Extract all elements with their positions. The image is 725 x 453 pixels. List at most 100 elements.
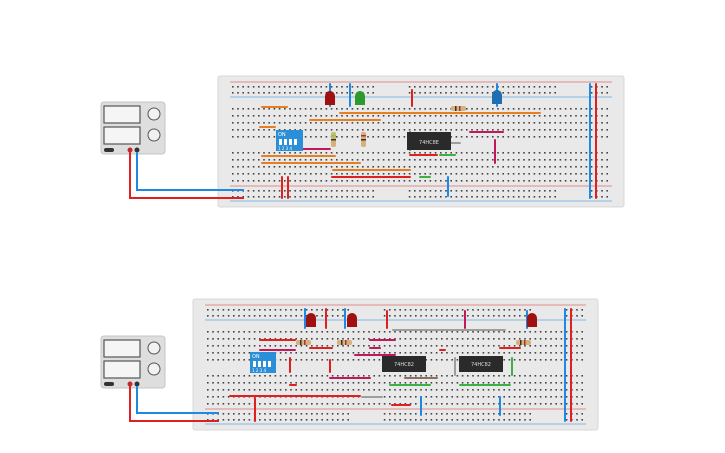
breadboard-hole[interactable] [243,389,245,391]
breadboard-hole[interactable] [382,173,385,175]
breadboard-hole[interactable] [352,389,355,391]
breadboard-hole[interactable] [441,359,443,361]
breadboard-hole[interactable] [534,359,537,361]
breadboard-hole[interactable] [403,108,406,110]
breadboard-hole[interactable] [559,115,562,117]
breadboard-hole[interactable] [435,403,438,405]
breadboard-hole[interactable] [315,190,317,192]
breadboard-hole[interactable] [580,129,582,131]
breadboard-hole[interactable] [258,122,260,124]
breadboard-hole[interactable] [290,352,292,354]
breadboard-hole[interactable] [399,413,401,415]
breadboard-hole[interactable] [290,382,292,384]
breadboard-hole[interactable] [377,180,380,182]
breadboard-hole[interactable] [269,315,271,317]
breadboard-hole[interactable] [429,129,432,131]
breadboard-hole[interactable] [346,190,348,192]
breadboard-hole[interactable] [576,352,578,354]
breadboard-hole[interactable] [393,115,395,117]
breadboard-hole[interactable] [269,375,271,377]
breadboard-hole[interactable] [316,375,318,377]
breadboard-hole[interactable] [336,86,338,88]
breadboard-hole[interactable] [424,108,426,110]
breadboard-hole[interactable] [341,173,343,175]
breadboard-hole[interactable] [217,389,219,391]
breadboard-hole[interactable] [415,413,417,415]
breadboard-hole[interactable] [445,129,447,131]
breadboard-hole[interactable] [424,86,426,88]
breadboard-hole[interactable] [580,173,582,175]
breadboard-hole[interactable] [237,92,239,94]
breadboard-hole[interactable] [252,159,255,161]
breadboard-hole[interactable] [337,309,339,311]
breadboard-hole[interactable] [533,115,536,117]
breadboard-hole[interactable] [247,180,250,182]
breadboard-hole[interactable] [493,419,495,421]
breadboard-hole[interactable] [259,382,261,384]
breadboard-hole[interactable] [242,196,244,198]
breadboard-hole[interactable] [404,345,407,347]
breadboard-hole[interactable] [460,152,463,154]
breadboard-hole[interactable] [377,173,380,175]
breadboard-hole[interactable] [513,375,516,377]
breadboard-hole[interactable] [502,159,504,161]
breadboard-hole[interactable] [336,129,338,131]
breadboard-hole[interactable] [253,338,256,340]
breadboard-hole[interactable] [315,173,317,175]
breadboard-hole[interactable] [217,403,219,405]
breadboard-hole[interactable] [351,180,354,182]
ic-chip-1[interactable]: 74HC8E [407,132,451,150]
breadboard-hole[interactable] [512,196,515,198]
breadboard-hole[interactable] [243,315,245,317]
breadboard-hole[interactable] [502,122,504,124]
breadboard-hole[interactable] [503,331,505,333]
breadboard-hole[interactable] [268,129,270,131]
breadboard-hole[interactable] [446,309,448,311]
breadboard-hole[interactable] [528,196,530,198]
breadboard-hole[interactable] [404,375,407,377]
breadboard-hole[interactable] [559,129,562,131]
breadboard-hole[interactable] [311,345,313,347]
breadboard-hole[interactable] [273,159,276,161]
breadboard-hole[interactable] [315,152,317,154]
breadboard-hole[interactable] [482,396,485,398]
breadboard-hole[interactable] [590,159,593,161]
breadboard-hole[interactable] [466,115,468,117]
breadboard-hole[interactable] [565,396,568,398]
breadboard-hole[interactable] [424,166,426,168]
breadboard-hole[interactable] [529,345,531,347]
breadboard-hole[interactable] [455,190,458,192]
breadboard-hole[interactable] [508,419,511,421]
breadboard-hole[interactable] [581,359,583,361]
breadboard-hole[interactable] [222,403,225,405]
breadboard-hole[interactable] [253,309,256,311]
breadboard-hole[interactable] [456,382,459,384]
breadboard-hole[interactable] [445,115,447,117]
breadboard-hole[interactable] [337,315,339,317]
breadboard-hole[interactable] [544,108,546,110]
breadboard-hole[interactable] [259,389,261,391]
breadboard-hole[interactable] [601,196,603,198]
breadboard-hole[interactable] [383,389,386,391]
breadboard-hole[interactable] [325,115,328,117]
breadboard-hole[interactable] [409,315,412,317]
breadboard-hole[interactable] [290,403,292,405]
breadboard-hole[interactable] [326,331,329,333]
breadboard-hole[interactable] [440,173,442,175]
breadboard-hole[interactable] [544,92,546,94]
breadboard-hole[interactable] [368,382,370,384]
breadboard-hole[interactable] [575,122,577,124]
breadboard-hole[interactable] [315,86,317,88]
breadboard-hole[interactable] [326,389,329,391]
breadboard-hole[interactable] [580,122,582,124]
breadboard-hole[interactable] [503,352,505,354]
breadboard-hole[interactable] [539,338,542,340]
breadboard-hole[interactable] [351,152,354,154]
breadboard-hole[interactable] [529,403,531,405]
breadboard-hole[interactable] [284,152,286,154]
breadboard-hole[interactable] [560,359,563,361]
breadboard-hole[interactable] [555,396,557,398]
breadboard-hole[interactable] [321,331,323,333]
breadboard-hole[interactable] [346,159,348,161]
breadboard-hole[interactable] [590,122,593,124]
